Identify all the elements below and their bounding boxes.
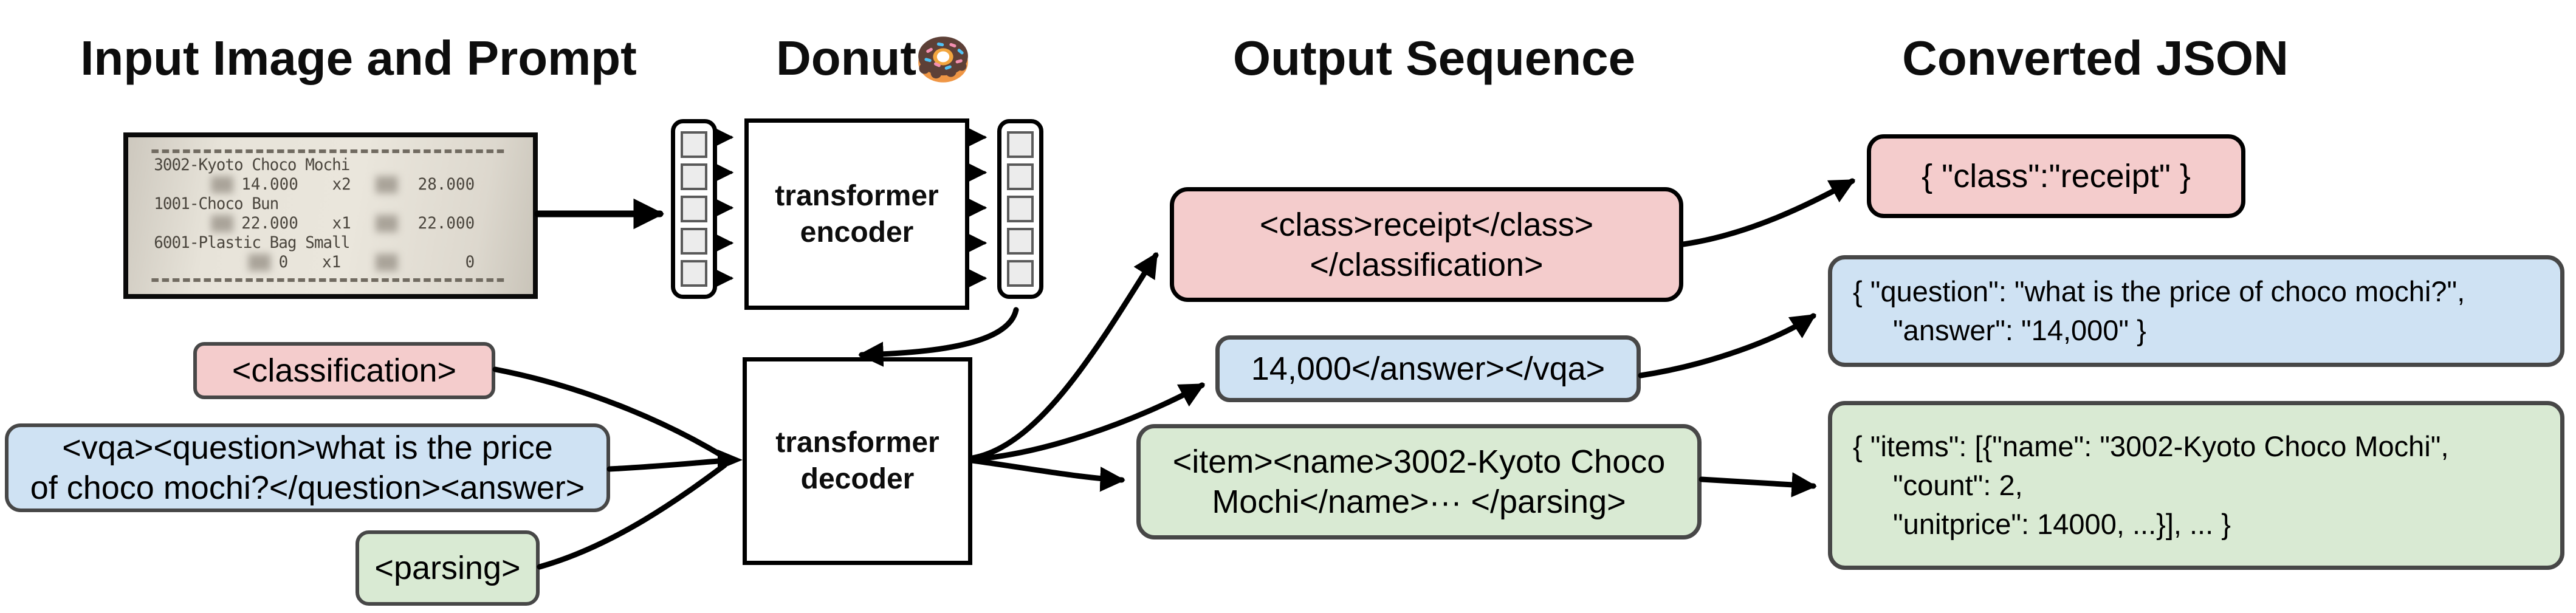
embedding-token: [1007, 196, 1034, 222]
output-vqa-box: 14,000</answer></vqa>: [1215, 335, 1641, 402]
arrow-decoder-to-classification-output: [969, 252, 1159, 461]
model-column-title: Donut: [776, 31, 917, 85]
prompt-classification-box: <classification>: [193, 342, 495, 399]
receipt-item-price: 14.000: [241, 175, 298, 194]
receipt-dashed-rule: [151, 149, 504, 153]
receipt-item-total: 22.000: [417, 214, 475, 233]
receipt-item-name: 6001-Plastic Bag Small: [154, 233, 350, 252]
json-classification-box: { "class":"receipt" }: [1867, 134, 2245, 218]
receipt-item-row: 0 x1 0: [128, 253, 517, 272]
receipt-item-price: 22.000: [241, 214, 298, 233]
redaction-blur: [376, 176, 398, 193]
arrow-vqa-prompt-to-decoder: [606, 457, 729, 472]
output-parsing-line1: <item><name>3002-Kyoto Choco: [1172, 443, 1666, 480]
receipt-item-total: 0: [465, 253, 475, 272]
encoder-output-embedding-tokens: [997, 119, 1043, 299]
embedding-token: [1007, 131, 1034, 158]
receipt-dashed-rule: [151, 278, 504, 282]
patch-token: [681, 260, 707, 287]
output-classification-box: <class>receipt</class> </classification>: [1170, 187, 1683, 302]
donut-emoji-icon: [918, 36, 968, 83]
embedding-token: [1007, 260, 1034, 287]
output-classification-line2: </classification>: [1310, 246, 1544, 283]
output-parsing-line2: Mochi</name>··· </parsing>: [1212, 484, 1626, 520]
encoder-label-line1: transformer: [775, 179, 939, 212]
json-vqa-line2: "answer": "14,000" }: [1893, 314, 2146, 346]
json-classification-text: { "class":"receipt" }: [1922, 158, 2191, 194]
redaction-blur: [376, 215, 398, 232]
decoder-label-line2: decoder: [800, 463, 915, 495]
json-vqa-box: { "question": "what is the price of choc…: [1828, 255, 2564, 367]
arrow-decoder-to-vqa-output: [969, 382, 1206, 462]
decoder-input-arrowhead: [718, 450, 743, 470]
prompt-vqa-line1: <vqa><question>what is the price: [62, 430, 553, 466]
patch-token: [681, 163, 707, 190]
arrow-encoder-to-decoder: [858, 307, 1019, 367]
prompt-vqa-line2: of choco mochi?</question><answer>: [30, 470, 585, 506]
redaction-blur: [248, 254, 271, 271]
embedding-token: [1007, 228, 1034, 255]
arrow-parsing-output-to-json: [1698, 472, 1817, 498]
encoder-label-line2: encoder: [800, 216, 914, 248]
json-parsing-line2: "count": 2,: [1893, 469, 2023, 501]
json-parsing-line3: "unitprice": 14000, ...}], ... }: [1893, 508, 2231, 540]
receipt-item-qty: x1: [321, 253, 342, 272]
json-vqa-line1: { "question": "what is the price of choc…: [1853, 275, 2465, 307]
output-column-title: Output Sequence: [1232, 31, 1636, 85]
patch-token: [681, 196, 707, 222]
receipt-item-name: 1001-Choco Bun: [154, 194, 279, 213]
arrow-classification-prompt-to-decoder: [492, 366, 726, 459]
receipt-item-name: 3002-Kyoto Choco Mochi: [154, 156, 350, 174]
arrow-vqa-output-to-json: [1638, 313, 1816, 378]
prompt-classification-text: <classification>: [232, 352, 457, 389]
input-column-title: Input Image and Prompt: [80, 31, 637, 85]
patch-token: [681, 228, 707, 255]
converted-json-column-title: Converted JSON: [1902, 31, 2289, 85]
json-parsing-box: { "items": [{"name": "3002-Kyoto Choco M…: [1828, 401, 2564, 570]
decoder-label-line1: transformer: [775, 426, 939, 459]
patch-token: [681, 131, 707, 158]
receipt-item-qty: x1: [332, 214, 351, 233]
receipt-item-total: 28.000: [417, 175, 475, 194]
prompt-vqa-box: <vqa><question>what is the price of choc…: [5, 423, 610, 512]
receipt-item-row: 14.000 x2 28.000: [128, 175, 517, 194]
redaction-blur: [211, 176, 233, 193]
transformer-encoder-block: transformer encoder: [744, 118, 969, 310]
receipt-item-row: 22.000 x1 22.000: [128, 214, 517, 233]
redaction-blur: [211, 215, 233, 232]
embedding-token: [1007, 163, 1034, 190]
arrow-classification-output-to-json: [1680, 178, 1856, 247]
json-parsing-line1: { "items": [{"name": "3002-Kyoto Choco M…: [1853, 430, 2449, 462]
output-parsing-box: <item><name>3002-Kyoto Choco Mochi</name…: [1136, 424, 1702, 539]
prompt-parsing-box: <parsing>: [355, 530, 540, 606]
prompt-parsing-text: <parsing>: [374, 550, 521, 586]
arrow-decoder-to-parsing-output: [969, 457, 1125, 492]
arrow-parsing-prompt-to-decoder: [537, 462, 727, 570]
output-vqa-text: 14,000</answer></vqa>: [1251, 351, 1606, 387]
redaction-blur: [376, 254, 398, 271]
receipt-item-qty: x2: [332, 175, 351, 194]
receipt-item-price: 0: [278, 253, 289, 272]
transformer-decoder-block: transformer decoder: [743, 357, 972, 565]
output-classification-line1: <class>receipt</class>: [1259, 206, 1594, 243]
